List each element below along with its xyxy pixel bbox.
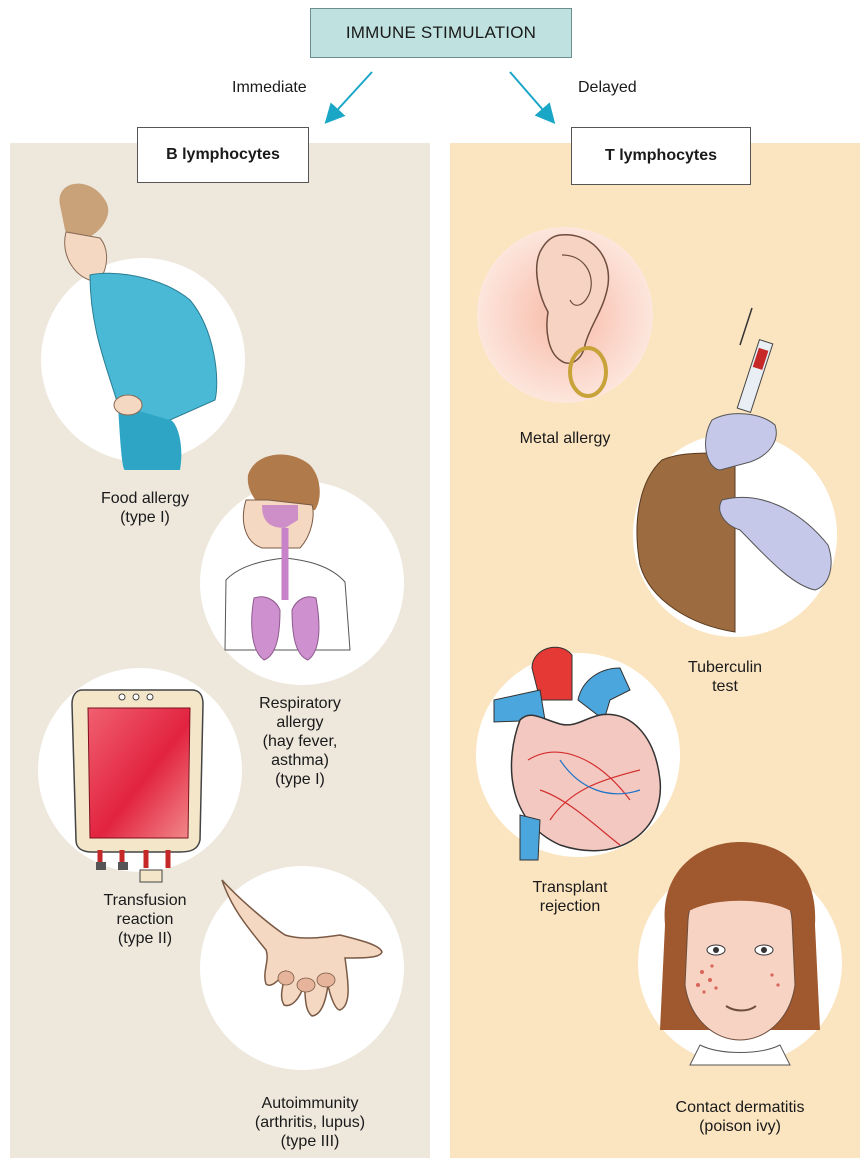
arthritic-hand-icon <box>200 866 404 1070</box>
contact-dermatitis-label: Contact dermatitis (poison ivy) <box>640 1098 840 1136</box>
syringe-injection-icon <box>633 308 837 637</box>
transplant-rejection-label: Transplant rejection <box>495 878 645 916</box>
immediate-arrow <box>330 72 372 118</box>
child-respiratory-icon <box>200 455 404 685</box>
b-lymphocytes-header: B lymphocytes <box>137 127 309 183</box>
metal-allergy-label: Metal allergy <box>490 429 640 448</box>
t-lymphocytes-header: T lymphocytes <box>571 127 751 185</box>
delayed-arrow <box>510 72 550 118</box>
transfusion-reaction-label: Transfusion reaction (type II) <box>70 891 220 948</box>
autoimmunity-label: Autoimmunity (arthritis, lupus) (type II… <box>225 1094 395 1151</box>
girl-face-rash-icon <box>638 842 842 1065</box>
ear-earring-icon <box>477 227 653 403</box>
food-allergy-label: Food allergy (type I) <box>60 489 230 527</box>
blood-bag-icon <box>38 668 242 882</box>
tuberculin-test-label: Tuberculin test <box>660 658 790 696</box>
boy-bending-icon <box>41 184 245 470</box>
respiratory-allergy-label: Respiratory allergy (hay fever, asthma) … <box>225 694 375 789</box>
heart-icon <box>476 647 680 860</box>
